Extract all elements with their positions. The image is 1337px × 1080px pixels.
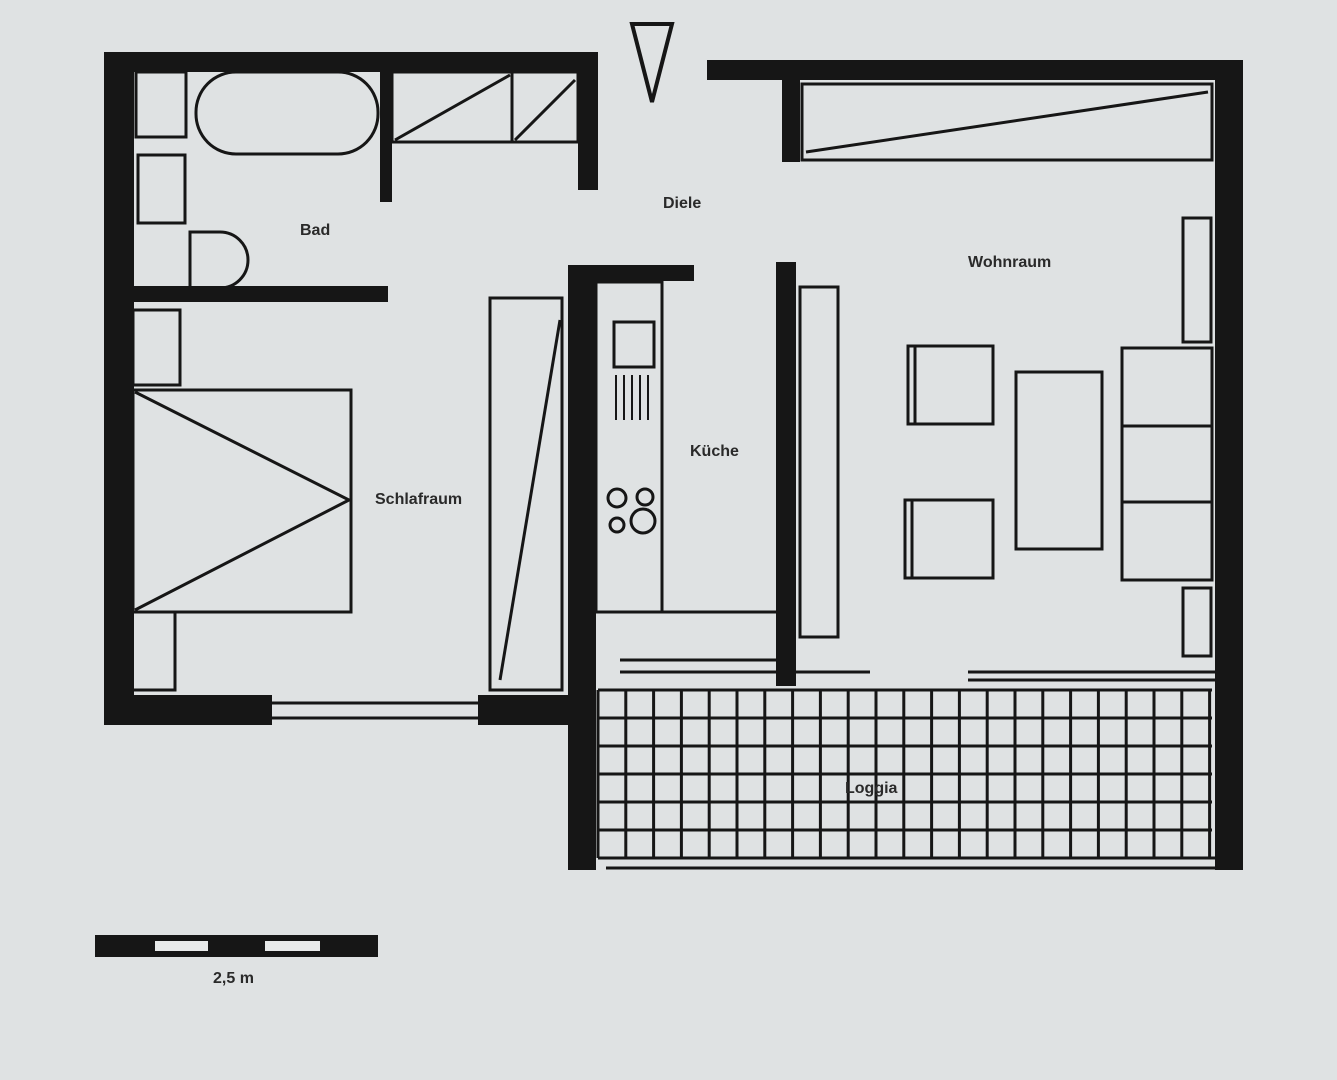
room-label-bad: Bad bbox=[300, 222, 330, 239]
wall-bottom-left-a bbox=[104, 695, 272, 725]
wall-top-left bbox=[120, 52, 598, 72]
scale-label: 2,5 m bbox=[213, 970, 254, 987]
room-label-schlafraum: Schlafraum bbox=[375, 491, 462, 508]
room-label-wohnraum: Wohnraum bbox=[968, 254, 1051, 271]
room-label-kueche: Küche bbox=[690, 443, 739, 460]
loggia-tiles bbox=[596, 688, 1212, 860]
wall-kitchen-left bbox=[568, 265, 596, 870]
room-label-diele: Diele bbox=[663, 195, 701, 212]
wall-bath-bottom bbox=[130, 286, 388, 302]
wall-kitchen-top bbox=[572, 265, 694, 281]
wall-closet-left bbox=[782, 78, 800, 162]
wall-top-right bbox=[707, 60, 1243, 80]
loggia-railing bbox=[606, 856, 1215, 870]
furniture bbox=[128, 22, 1215, 720]
wall-bath-right bbox=[578, 55, 598, 190]
wall-right bbox=[1215, 70, 1243, 870]
wall-bath-tub bbox=[380, 72, 392, 202]
wall-kitchen-right bbox=[776, 262, 796, 686]
room-label-loggia: Loggia bbox=[845, 780, 898, 797]
scale-bar bbox=[95, 935, 378, 957]
walls bbox=[104, 52, 1243, 870]
